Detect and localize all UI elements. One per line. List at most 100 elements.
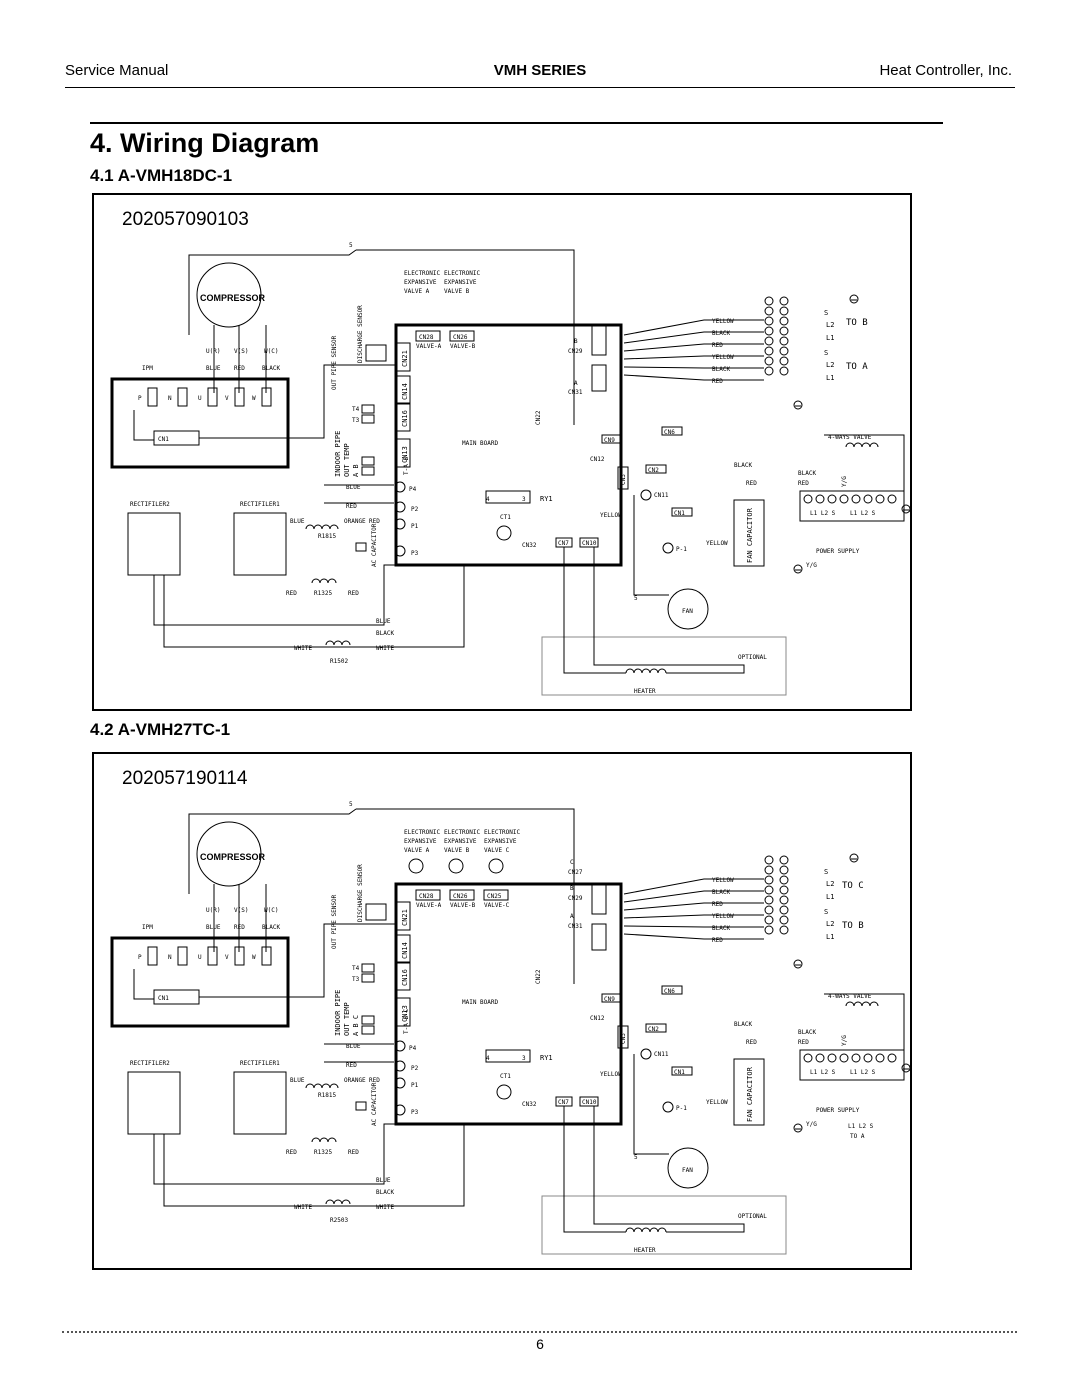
diagram-label: YELLOW	[600, 1071, 622, 1078]
optional-heater-box	[541, 1195, 787, 1255]
wire	[623, 366, 764, 369]
diagram-label: T4	[352, 965, 360, 972]
heater-label: HEATER	[634, 688, 656, 695]
connector-label: T-A B	[403, 457, 410, 475]
ipm-terminal	[234, 387, 245, 407]
diagram-label: R1325	[314, 1149, 332, 1156]
terminal-screw	[764, 296, 774, 306]
diagram-label: T3	[352, 976, 360, 983]
ipm-terminal-label: W	[252, 954, 256, 961]
sensor-label: DISCHARGE SENSOR	[357, 864, 364, 922]
diagram-label: RECTIFILER1	[240, 501, 280, 508]
terminal-screw	[779, 356, 789, 366]
header-rule	[65, 87, 1015, 88]
diagram-label: L1	[826, 893, 834, 901]
terminal-screw	[764, 855, 774, 865]
terminal-screw	[764, 366, 774, 376]
wire	[593, 1106, 745, 1233]
wiring-schematic-1: MAIN BOARDIPMCOMPRESSOR5U(R)V(S)W(C)BLUE…	[110, 242, 910, 696]
diagram-label: U(R)	[206, 907, 220, 914]
sensor-symbol	[361, 456, 375, 466]
diagram-label: RY1	[540, 495, 553, 503]
sensor-label: A B C	[352, 1015, 360, 1036]
footer-rule	[62, 1331, 1017, 1333]
diagram-label: RED	[369, 518, 380, 525]
diagram-label: ORANGE	[344, 1077, 366, 1084]
diagram-label: L2	[826, 920, 834, 928]
wire	[623, 343, 764, 352]
diagram-label: RECTIFILER1	[240, 1060, 280, 1067]
terminal-screw	[863, 1053, 873, 1063]
coil-symbol	[845, 1001, 879, 1007]
diagram-label: T4	[352, 406, 360, 413]
diagram-label: RED	[712, 378, 723, 385]
header-series: VMH SERIES	[493, 62, 587, 79]
wire	[356, 808, 575, 984]
wire	[623, 933, 764, 940]
wire	[824, 993, 905, 1074]
terminal-screw	[764, 915, 774, 925]
diagram-label: BLUE	[346, 1043, 361, 1050]
coil-symbol	[845, 442, 879, 448]
ipm-terminal-label: V	[225, 395, 229, 402]
diagram-label: YELLOW	[712, 913, 734, 920]
terminal-screw	[764, 875, 774, 885]
terminal-screw	[779, 306, 789, 316]
sensor-symbol	[361, 404, 375, 414]
diagram-label: P1	[411, 523, 419, 530]
sensor-label: INDOOR PIPE	[334, 990, 342, 1036]
fan-capacitor	[733, 499, 765, 567]
board-connector	[671, 1066, 693, 1076]
diagram-label: L1	[826, 374, 834, 382]
diagram-label: WHITE	[376, 1204, 394, 1211]
sensor-label: A B	[352, 464, 360, 477]
diagram-label: WHITE	[294, 1204, 312, 1211]
board-connector	[591, 324, 607, 356]
board-connector	[395, 375, 411, 405]
diagram-label: RED	[346, 503, 357, 510]
terminal-circle	[640, 1048, 652, 1060]
compressor-icon	[196, 262, 262, 328]
diagram-label: RED	[798, 480, 809, 487]
diagram-label: BLACK	[798, 470, 816, 477]
valve-label: VALVE B	[444, 847, 470, 854]
diagram-label: BLUE	[346, 484, 361, 491]
connector-label: CN13	[401, 446, 409, 463]
ipm-terminal	[261, 387, 272, 407]
diagram-label: BLACK	[712, 366, 730, 373]
ground-icon	[793, 400, 803, 410]
diagram-label: RED	[746, 480, 757, 487]
terminal-circle	[394, 1104, 406, 1116]
coil-symbol	[325, 640, 351, 646]
diagram-label: CN29	[568, 895, 583, 902]
terminal-screw	[827, 494, 837, 504]
board-connector	[617, 466, 629, 490]
terminal-screw	[779, 296, 789, 306]
diagram-label: RED	[286, 590, 297, 597]
diagram-label: R1325	[314, 590, 332, 597]
wire	[356, 249, 575, 425]
diagram-label: BLACK	[734, 1021, 752, 1028]
diagram-label: BLUE	[206, 924, 221, 931]
terminal-screw	[827, 1053, 837, 1063]
diagram-label: W(C)	[264, 348, 278, 355]
diagram-label: P3	[411, 550, 419, 557]
sensor-label: OUT TEMP	[343, 443, 351, 477]
header-left: Service Manual	[65, 62, 169, 79]
subsection-heading-2: 4.2 A-VMH27TC-1	[90, 720, 231, 739]
diagram-label: A	[570, 913, 574, 920]
coil-symbol	[625, 1227, 667, 1233]
ipm-terminal	[207, 387, 218, 407]
board-connector	[395, 901, 411, 931]
sensor-label: DISCHARGE SENSOR	[357, 305, 364, 363]
wire	[824, 434, 905, 515]
diagram-label: BLUE	[206, 365, 221, 372]
diagram-label: BLACK	[262, 924, 280, 931]
coil-symbol	[625, 668, 667, 674]
sensor-symbol	[361, 963, 375, 973]
diagram-label: U(R)	[206, 348, 220, 355]
terminal-screw	[764, 316, 774, 326]
connector-label: CN3	[620, 474, 627, 485]
optional-label: OPTIONAL	[738, 1213, 767, 1220]
